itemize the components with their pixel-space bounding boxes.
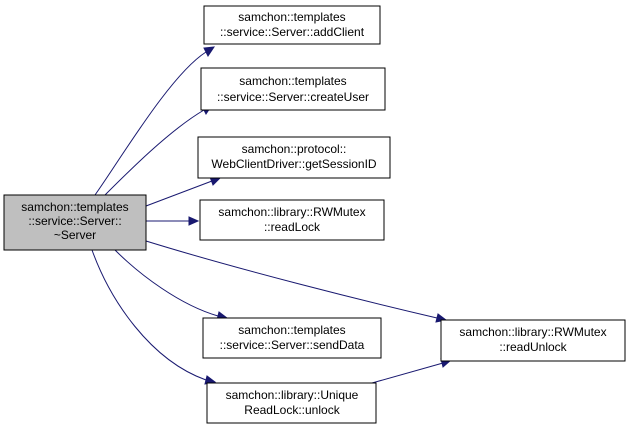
node-label-line: samchon::templates <box>239 74 346 88</box>
node-label-line: WebClientDriver::getSessionID <box>211 157 377 171</box>
edge-to-create-user <box>104 109 205 196</box>
node-label-line: ::service::Server:: <box>28 214 121 228</box>
arrow-to-read-lock <box>188 216 200 226</box>
node-label-line: samchon::library::RWMutex <box>218 205 365 219</box>
node-label-line: ::readUnlock <box>499 340 567 354</box>
node-label-line: samchon::library::RWMutex <box>459 325 606 339</box>
edge-unlock-to-read-unlock <box>371 362 444 384</box>
edge-to-add-client <box>94 51 207 196</box>
node-label-line: samchon::templates <box>238 10 345 24</box>
node-label-line: samchon::protocol:: <box>242 142 347 156</box>
node-label-line: samchon::templates <box>21 200 128 214</box>
node-send-data[interactable]: samchon::templates ::service::Server::se… <box>202 317 382 359</box>
node-read-unlock[interactable]: samchon::library::RWMutex ::readUnlock <box>440 319 626 362</box>
edge-to-send-data <box>114 249 219 317</box>
edge-to-read-unlock <box>145 240 438 319</box>
node-label-line: ::service::Server::createUser <box>217 90 369 104</box>
node-label-line: ::readLock <box>264 220 321 234</box>
node-label-line: samchon::templates <box>238 323 345 337</box>
node-unique-read-lock-unlock[interactable]: samchon::library::Unique ReadLock::unloc… <box>206 382 377 424</box>
node-add-client[interactable]: samchon::templates ::service::Server::ad… <box>203 5 381 45</box>
node-read-lock[interactable]: samchon::library::RWMutex ::readLock <box>199 199 385 241</box>
node-server-destructor[interactable]: samchon::templates ::service::Server:: ~… <box>3 194 147 251</box>
arrow-to-add-client <box>203 46 216 57</box>
node-label-line: ::service::Server::sendData <box>220 338 365 352</box>
node-create-user[interactable]: samchon::templates ::service::Server::cr… <box>200 67 386 111</box>
node-get-session-id[interactable]: samchon::protocol:: WebClientDriver::get… <box>197 136 391 179</box>
node-label-line: ~Server <box>54 228 96 242</box>
edge-to-unique-read-lock-unlock <box>91 249 207 381</box>
edge-to-get-session-id <box>145 180 213 207</box>
node-label-line: ReadLock::unlock <box>244 403 340 417</box>
node-label-line: samchon::library::Unique <box>226 388 359 402</box>
node-label-line: ::service::Server::addClient <box>220 25 365 39</box>
